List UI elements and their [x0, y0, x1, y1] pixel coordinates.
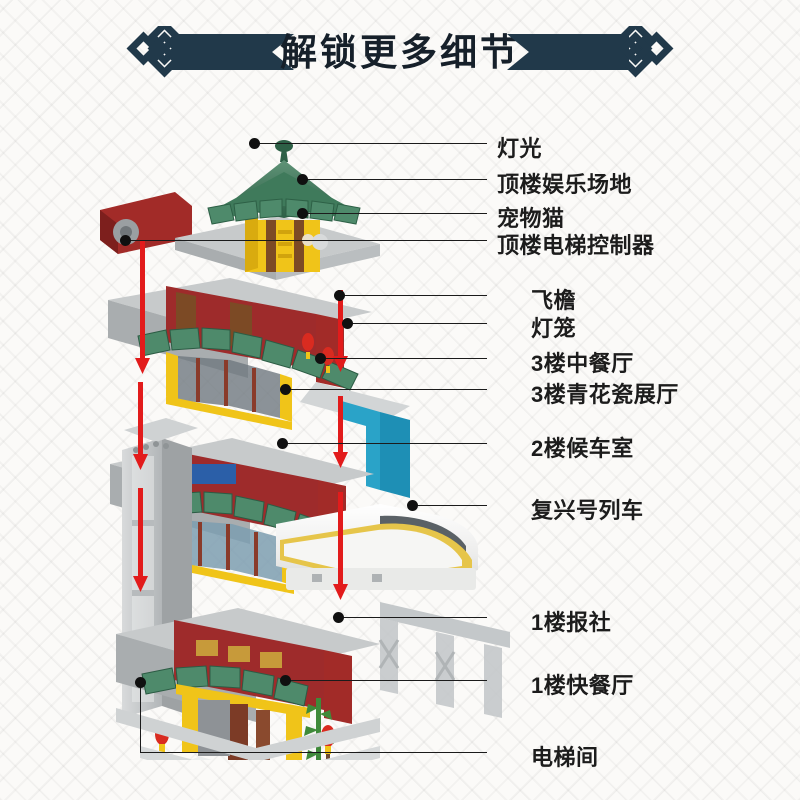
- callout-8-label: 2楼候车室: [531, 436, 634, 461]
- callout-0-leader-line: [254, 143, 487, 144]
- callout-1-marker-dot: [297, 174, 308, 185]
- callout-2-leader-line: [302, 213, 487, 214]
- callout-8-marker-dot: [277, 438, 288, 449]
- callout-4-leader-line: [339, 295, 487, 296]
- callout-5-leader-line: [347, 323, 487, 324]
- callout-10-marker-dot: [333, 612, 344, 623]
- callout-3-label: 顶楼电梯控制器: [497, 233, 655, 258]
- callout-7-leader-line: [285, 389, 487, 390]
- callout-11-leader-line: [285, 680, 487, 681]
- callout-6-label: 3楼中餐厅: [531, 351, 634, 376]
- callout-12-leader-vertical: [140, 682, 141, 752]
- callout-0-label: 灯光: [497, 136, 543, 161]
- callout-7-label: 3楼青花瓷展厅: [531, 382, 679, 407]
- callout-9-marker-dot: [407, 500, 418, 511]
- callout-6-leader-line: [320, 358, 487, 359]
- callout-5-label: 灯笼: [531, 316, 577, 341]
- callout-0-marker-dot: [249, 138, 260, 149]
- callout-8-leader-line: [282, 443, 487, 444]
- callout-11-label: 1楼快餐厅: [531, 673, 634, 698]
- callout-12-label: 电梯间: [531, 745, 599, 770]
- callout-10-label: 1楼报社: [531, 610, 612, 635]
- callout-12-marker-dot: [135, 677, 146, 688]
- callout-12-leader-line: [140, 752, 487, 753]
- callout-2-marker-dot: [297, 208, 308, 219]
- callout-4-marker-dot: [334, 290, 345, 301]
- callout-7-marker-dot: [280, 384, 291, 395]
- callout-1-label: 顶楼娱乐场地: [497, 172, 633, 197]
- callout-6-marker-dot: [315, 353, 326, 364]
- callout-1-leader-line: [302, 179, 487, 180]
- callout-3-marker-dot: [120, 235, 131, 246]
- callout-9-leader-line: [412, 505, 487, 506]
- callout-11-marker-dot: [280, 675, 291, 686]
- callout-10-leader-line: [338, 617, 487, 618]
- callout-9-label: 复兴号列车: [531, 498, 644, 523]
- callout-3-leader-line: [125, 240, 487, 241]
- callout-5-marker-dot: [342, 318, 353, 329]
